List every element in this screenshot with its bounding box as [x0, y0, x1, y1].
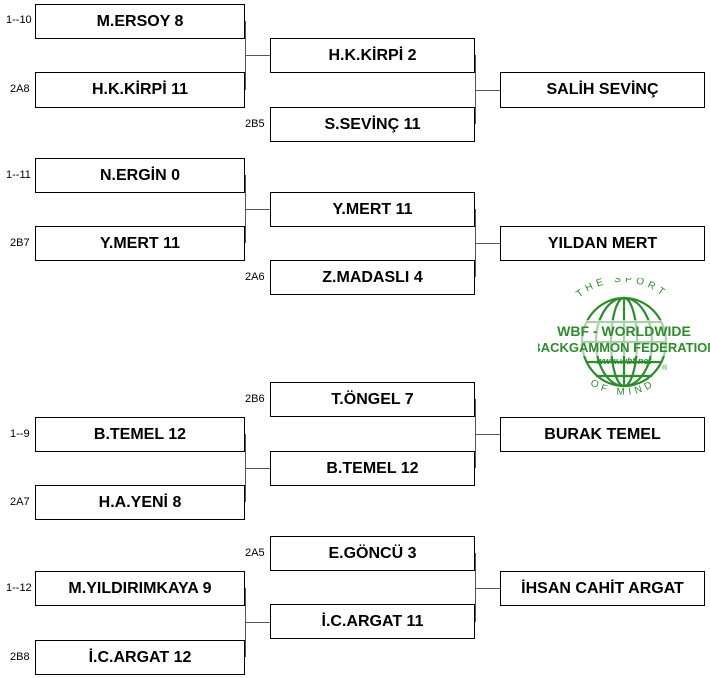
player-box: M.ERSOY 8: [35, 4, 245, 39]
seed-label: 1--12: [6, 582, 32, 594]
connector-line: [475, 588, 500, 589]
seed-label: 2B6: [245, 393, 265, 405]
connector-line: [245, 622, 270, 623]
logo-line2: BACKGAMMON FEDERATION: [538, 340, 710, 355]
seed-label: 2A6: [245, 271, 265, 283]
player-box: B.TEMEL 12: [35, 417, 245, 452]
winner-box: YILDAN MERT: [500, 226, 705, 261]
logo-url: www.wbf.net: [597, 356, 653, 366]
player-box: H.A.YENİ 8: [35, 485, 245, 520]
seed-label: 1--9: [10, 428, 30, 440]
seed-label: 1--10: [6, 14, 32, 26]
seed-label: 2B7: [10, 237, 30, 249]
seed-label: 1--11: [6, 169, 31, 181]
connector-line: [245, 55, 270, 56]
player-box: H.K.KİRPİ 11: [35, 72, 245, 108]
seed-label: 2A7: [10, 496, 30, 508]
connector-line: [245, 209, 270, 210]
connector-line: [245, 468, 270, 469]
winner-box: BURAK TEMEL: [500, 417, 705, 452]
player-box: Y.MERT 11: [35, 226, 245, 261]
connector-line: [475, 553, 476, 622]
connector-line: [475, 90, 500, 91]
connector-line: [475, 55, 476, 124]
player-box: İ.C.ARGAT 12: [35, 640, 245, 675]
winner-box: İHSAN CAHİT ARGAT: [500, 571, 705, 606]
player-box: T.ÖNGEL 7: [270, 382, 475, 417]
connector-line: [475, 243, 500, 244]
player-box: S.SEVİNÇ 11: [270, 107, 475, 142]
player-box: Z.MADASLI 4: [270, 260, 475, 295]
player-box: Y.MERT 11: [270, 192, 475, 227]
connector-line: [475, 399, 476, 468]
player-box: N.ERGİN 0: [35, 158, 245, 193]
svg-text:®: ®: [662, 364, 668, 372]
logo-line1: WBF - WORLDWIDE: [557, 323, 691, 339]
connector-line: [475, 434, 500, 435]
seed-label: 2B5: [245, 118, 265, 130]
seed-label: 2A8: [10, 83, 30, 95]
wbf-logo: THE SPORT OF MIND WBF - WORLDWIDE BACKGA…: [538, 278, 710, 398]
player-box: B.TEMEL 12: [270, 451, 475, 486]
player-box: İ.C.ARGAT 11: [270, 604, 475, 639]
winner-box: SALİH SEVİNÇ: [500, 72, 705, 108]
player-box: H.K.KİRPİ 2: [270, 38, 475, 73]
seed-label: 2B8: [10, 651, 30, 663]
player-box: E.GÖNCÜ 3: [270, 536, 475, 571]
player-box: M.YILDIRIMKAYA 9: [35, 571, 245, 606]
seed-label: 2A5: [245, 547, 265, 559]
svg-text:THE SPORT: THE SPORT: [574, 278, 669, 300]
logo-top-arc: THE SPORT: [574, 278, 665, 300]
